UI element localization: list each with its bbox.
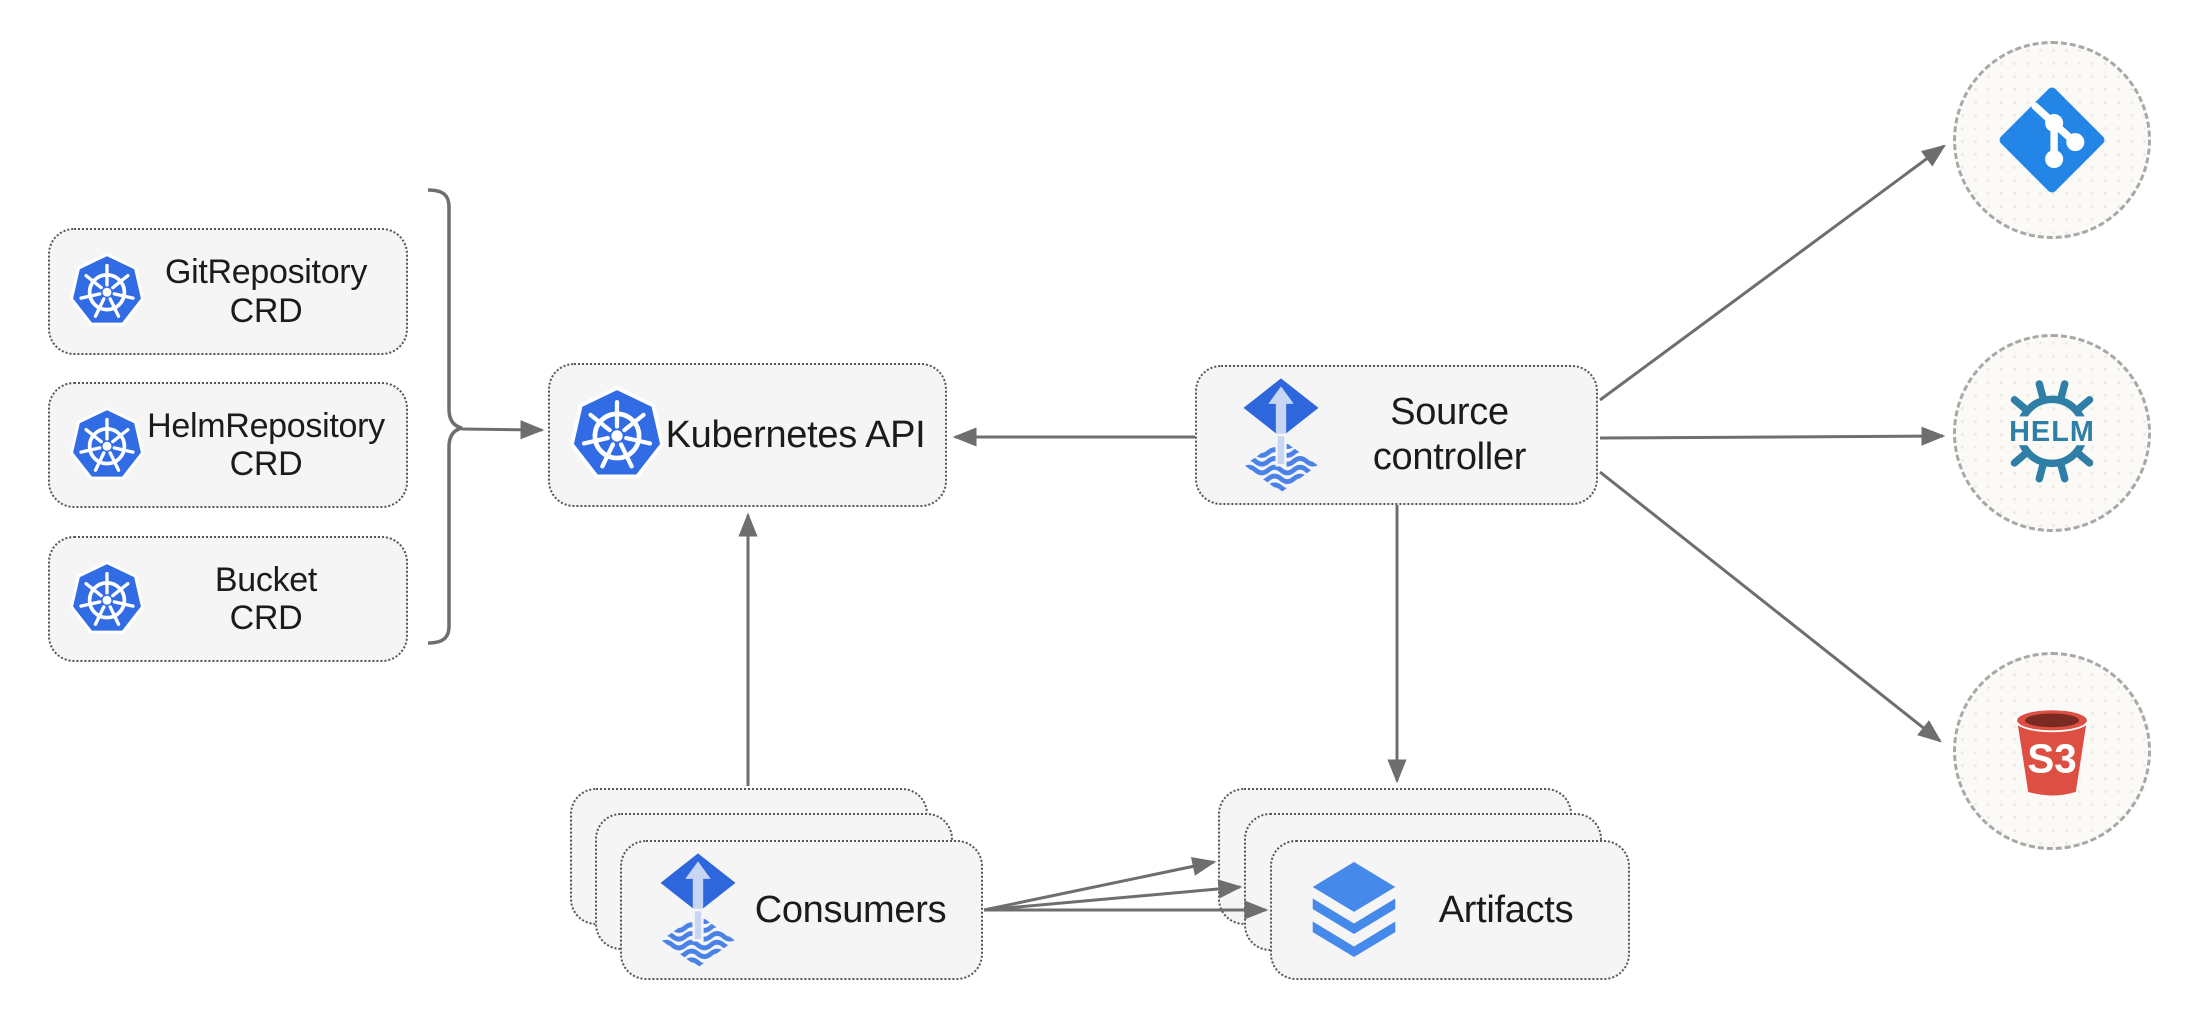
node-bucket-crd: Bucket CRD: [48, 536, 408, 662]
helm-icon: [1988, 378, 2116, 489]
s3-bucket-icon: [1997, 700, 2107, 803]
source-controller-label: Source controller: [1372, 391, 1527, 478]
edge-source-controller-to-git: [1599, 144, 1946, 402]
crd-group-brace: [427, 188, 463, 645]
edge-consumers-to-artifacts-back: [983, 857, 1217, 912]
git-icon: [1999, 87, 2105, 193]
edge-source-controller-to-s3: [1599, 470, 1942, 743]
kubernetes-icon: [70, 253, 144, 330]
kubernetes-api-label: Kubernetes API: [665, 413, 926, 456]
flux-icon: [1241, 376, 1321, 494]
node-source-controller: Source controller: [1195, 365, 1598, 505]
node-gitrepository-crd: GitRepository CRD: [48, 228, 408, 355]
edge-crds-to-kubernetes-api: [461, 420, 545, 440]
edge-consumers-to-artifacts-middle: [983, 879, 1243, 912]
layers-icon: [1306, 858, 1402, 962]
kubernetes-icon: [70, 407, 144, 484]
edge-source-controller-to-helm: [1599, 426, 1946, 446]
helmrepository-crd-label: HelmRepository CRD: [147, 406, 385, 483]
node-consumers: Consumers: [620, 840, 983, 980]
kubernetes-icon: [70, 561, 144, 638]
gitrepository-crd-label: GitRepository CRD: [164, 253, 368, 330]
bucket-crd-label: Bucket CRD: [214, 560, 318, 637]
node-kubernetes-api: Kubernetes API: [548, 363, 947, 507]
flux-icon: [658, 851, 738, 969]
kubernetes-icon: [570, 386, 664, 484]
consumers-label: Consumers: [754, 888, 947, 931]
node-s3-remote: [1953, 652, 2151, 850]
artifacts-label: Artifacts: [1438, 888, 1574, 931]
node-artifacts: Artifacts: [1270, 840, 1630, 980]
node-git-remote: [1953, 41, 2151, 239]
node-helm-remote: [1953, 334, 2151, 532]
node-helmrepository-crd: HelmRepository CRD: [48, 382, 408, 508]
